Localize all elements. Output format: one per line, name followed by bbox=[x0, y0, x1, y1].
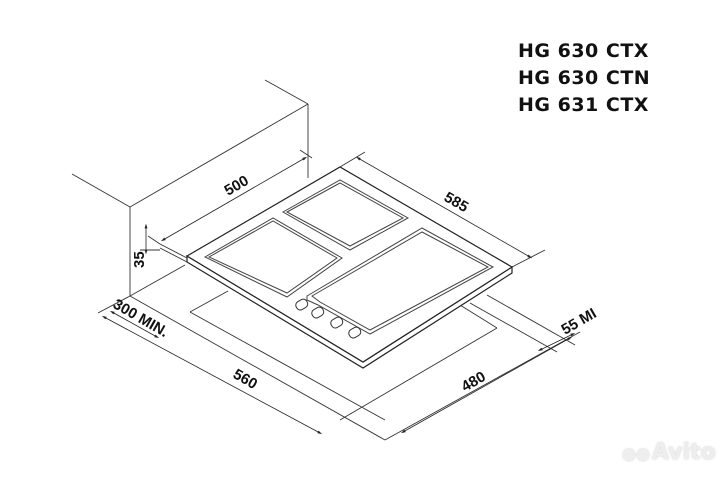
avito-watermark: ●●Avito bbox=[622, 440, 716, 465]
dim-585: 585 bbox=[441, 189, 471, 216]
knob bbox=[348, 326, 362, 339]
knob bbox=[330, 316, 344, 329]
knob bbox=[295, 298, 309, 311]
dim-55-min: 55 MI bbox=[559, 305, 600, 338]
dim-560: 560 bbox=[230, 366, 260, 393]
model-name: HG 630 CTN bbox=[518, 67, 651, 89]
watermark-text: Avito bbox=[651, 440, 716, 465]
model-name: HG 630 CTX bbox=[518, 40, 649, 62]
avito-logo-icon: ●● bbox=[622, 444, 650, 463]
dim-35: 35 bbox=[131, 251, 148, 268]
dim-480: 480 bbox=[459, 368, 489, 395]
dim-500: 500 bbox=[222, 172, 252, 199]
wall-cabinet bbox=[71, 79, 309, 297]
dim-300-min: 300 MIN. bbox=[110, 296, 171, 341]
control-knobs bbox=[295, 298, 362, 339]
model-list: HG 630 CTX HG 630 CTN HG 631 CTX bbox=[518, 38, 650, 119]
dimension-lines bbox=[97, 149, 576, 435]
model-name: HG 631 CTX bbox=[518, 94, 649, 116]
